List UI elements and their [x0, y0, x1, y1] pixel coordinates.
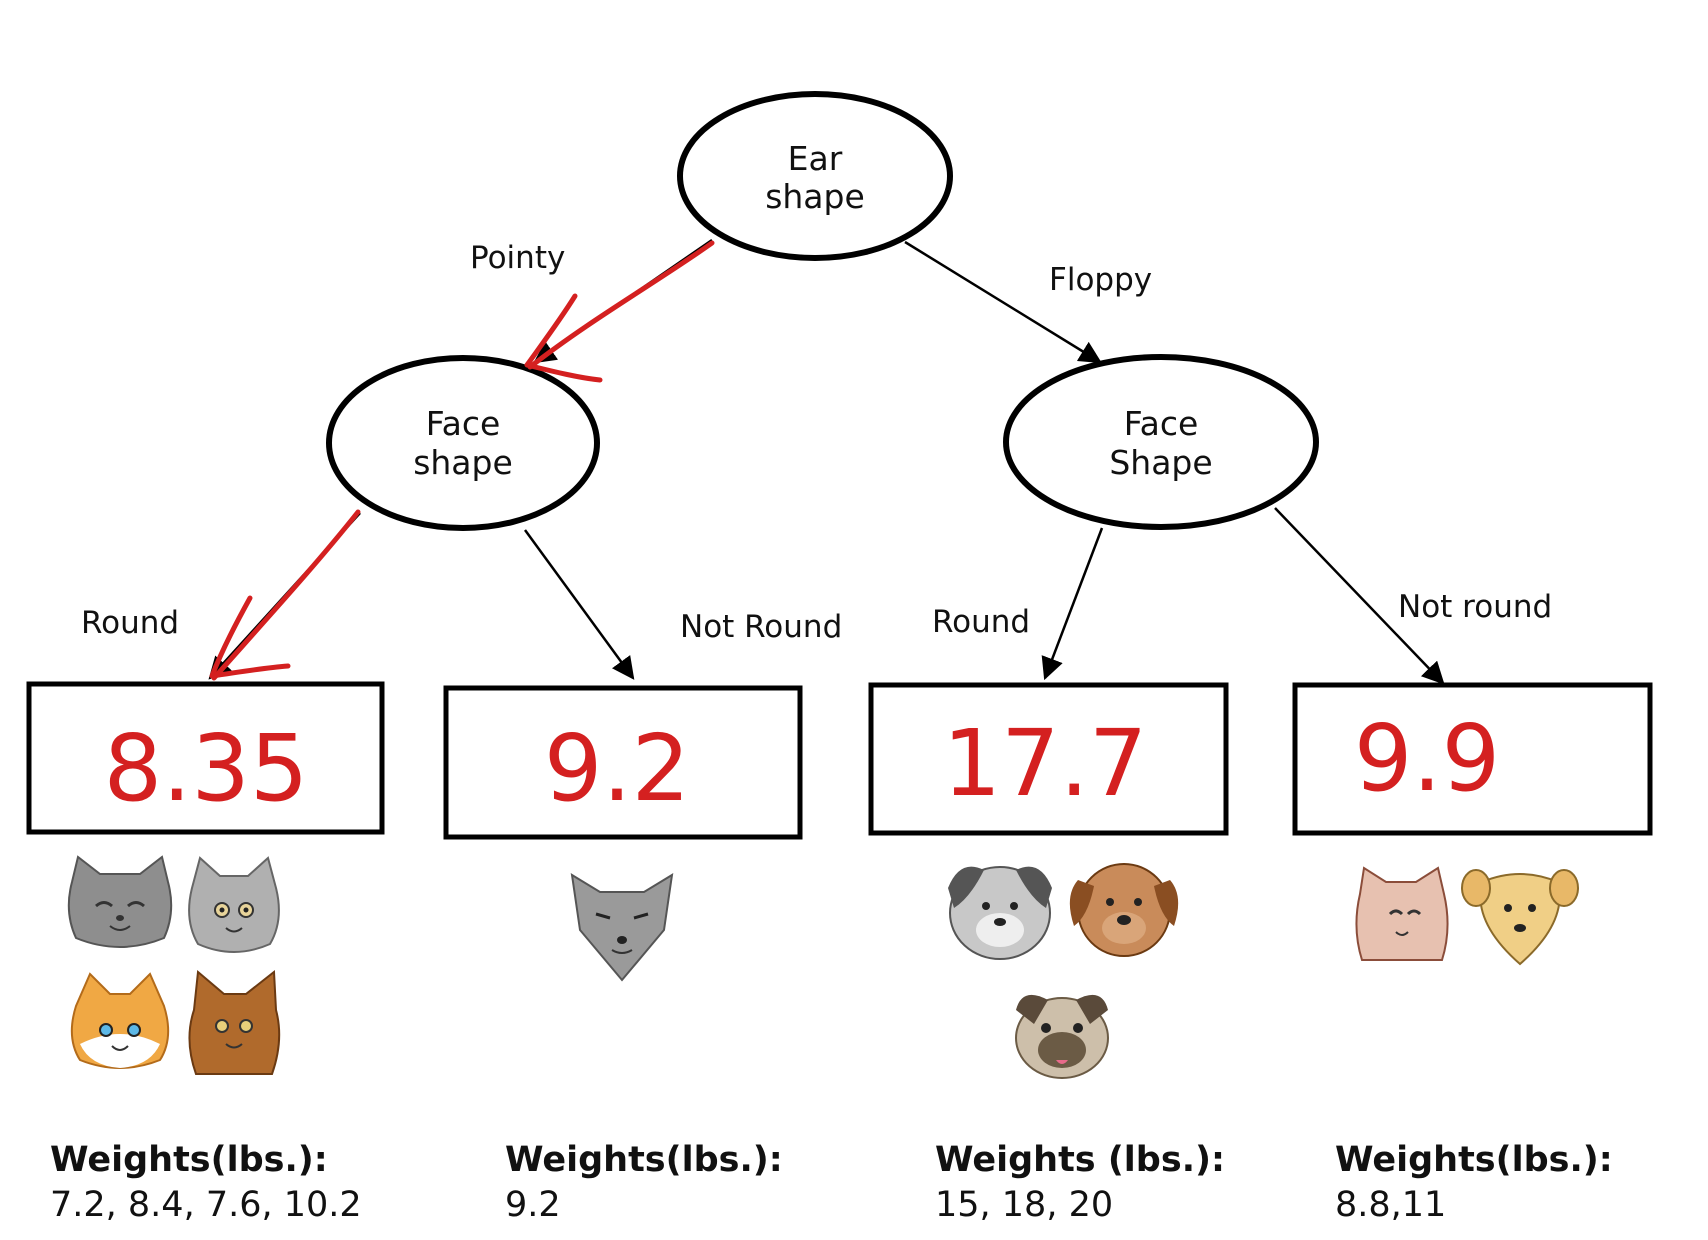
weights-title-2: Weights(lbs.): [505, 1140, 783, 1180]
grey-cat-icon [67, 855, 173, 948]
edge-right-not-round [1274, 507, 1445, 685]
leaf-box-3: 17.7 [868, 682, 1229, 836]
weights-title-3: Weights (lbs.): [935, 1140, 1225, 1180]
leaf-box-2: 9.2 [443, 685, 803, 840]
leaf-box-1: 8.35 [26, 681, 385, 835]
edge-label-right-round: Round [932, 604, 1030, 640]
leaf-box-4: 9.9 [1292, 682, 1653, 836]
weights-values-3: 15, 18, 20 [935, 1185, 1113, 1225]
leaf-value-4: 9.9 [1354, 705, 1500, 812]
edge-right-round [1041, 527, 1104, 681]
right-face-node: Face Shape [1003, 354, 1319, 530]
root-node-line1: Ear [788, 139, 843, 178]
edge-label-pointy: Pointy [470, 240, 565, 276]
weights-values-1: 7.2, 8.4, 7.6, 10.2 [50, 1185, 362, 1225]
root-node: Ear shape [677, 91, 953, 261]
edge-label-left-round: Round [81, 605, 179, 641]
leaf-value-3: 17.7 [943, 710, 1148, 817]
brown-cat-icon [188, 970, 281, 1075]
brown-dog-icon [1069, 863, 1179, 957]
grey-dog-icon [948, 866, 1052, 960]
root-node-line2: shape [765, 177, 865, 216]
weights-values-2: 9.2 [505, 1185, 561, 1225]
light-grey-cat-icon [188, 856, 280, 953]
edge-root-right [904, 240, 1102, 364]
edge-label-left-not-round: Not Round [680, 609, 842, 645]
leaf-value-1: 8.35 [104, 715, 309, 822]
weights-title-4: Weights(lbs.): [1335, 1140, 1613, 1180]
pug-dog-icon [1015, 994, 1109, 1079]
weights-title-1: Weights(lbs.): [50, 1140, 328, 1180]
edge-label-floppy: Floppy [1049, 262, 1152, 298]
right-node-line2: Shape [1109, 443, 1212, 482]
leaf-value-2: 9.2 [544, 715, 690, 822]
orange-cat-icon [70, 972, 170, 1069]
pointy-grey-cat-icon [570, 873, 674, 982]
red-path-annotation [209, 240, 715, 681]
left-node-line2: shape [413, 443, 513, 482]
pink-cat-icon [1355, 866, 1449, 961]
right-node-line1: Face [1124, 404, 1199, 443]
left-face-node: Face shape [326, 355, 600, 531]
left-node-line1: Face [426, 404, 501, 443]
edge-left-not-round [523, 529, 635, 680]
tan-dog-icon [1461, 869, 1579, 966]
edge-label-right-not-round: Not round [1398, 589, 1552, 625]
weights-values-4: 8.8,11 [1335, 1185, 1446, 1225]
